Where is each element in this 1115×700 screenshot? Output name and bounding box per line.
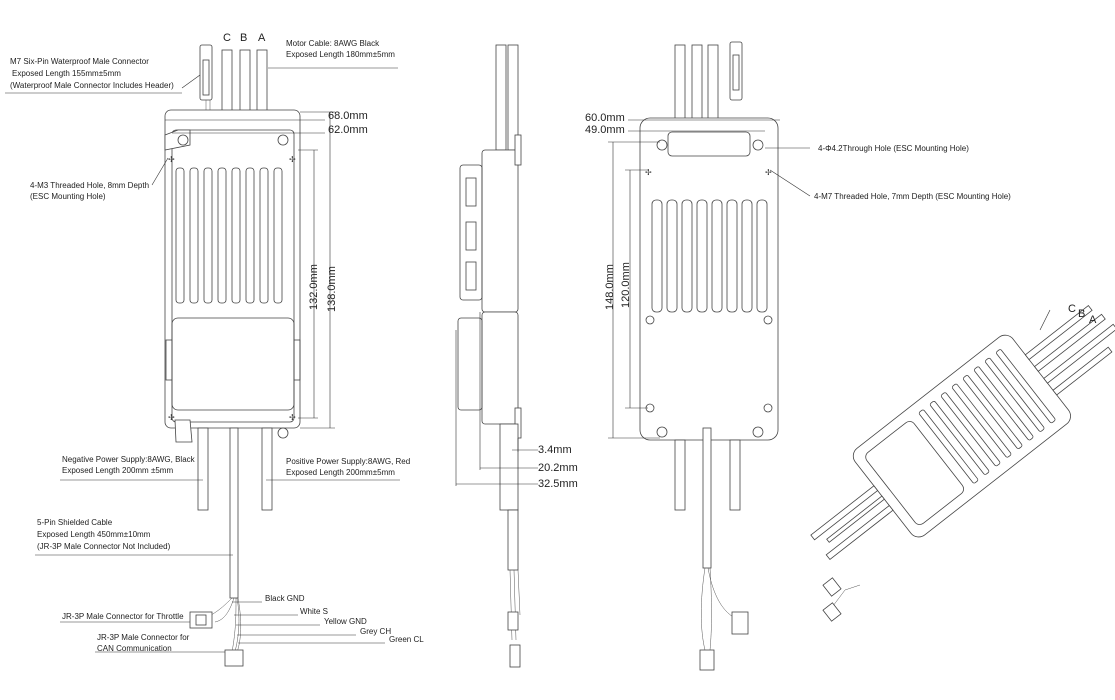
side-dim-20-2: 20.2mm — [538, 462, 578, 474]
phase-label-a: A — [258, 32, 266, 44]
cooling-fins-front — [175, 167, 283, 304]
wire-yellow-gnd: Yellow GND — [324, 617, 367, 626]
wire-grey-ch: Grey CH — [360, 627, 392, 636]
front-height-outer: 138.0mm — [326, 266, 338, 312]
m3-threaded-hole-label: 4-M3 Threaded Hole, 8mm Depth (ESC Mount… — [30, 181, 150, 201]
through-hole-label: 4-Φ4.2Through Hole (ESC Mounting Hole) — [818, 144, 969, 153]
positive-supply-label: Positive Power Supply:8AWG, Red Exposed … — [286, 457, 411, 477]
iso-view — [810, 304, 1115, 561]
side-dim-32-5: 32.5mm — [538, 478, 578, 490]
m7-connector-label: M7 Six-Pin Waterproof Male Connector Exp… — [10, 57, 174, 90]
side-view — [455, 44, 538, 668]
svg-text:✢: ✢ — [765, 168, 772, 177]
front-width-inner: 62.0mm — [328, 124, 368, 136]
back-height-inner: 120.0mm — [620, 262, 632, 308]
svg-text:✢: ✢ — [645, 168, 652, 177]
can-connector-label: JR-3P Male Connector for CAN Communicati… — [97, 633, 190, 653]
front-height-inner: 132.0mm — [308, 264, 320, 310]
front-leaders — [5, 67, 400, 653]
iso-phase-c: C — [1068, 303, 1076, 315]
motor-cable-label: Motor Cable: 8AWG Black Exposed Length 1… — [286, 39, 395, 59]
wire-green-cl: Green CL — [389, 635, 424, 644]
cooling-fins-back — [651, 199, 768, 313]
esc-body-front — [164, 109, 301, 429]
side-dim-3-4: 3.4mm — [538, 444, 572, 456]
negative-supply-label: Negative Power Supply:8AWG, Black Expose… — [62, 455, 195, 475]
back-height-outer: 148.0mm — [604, 264, 616, 310]
svg-text:✢: ✢ — [168, 413, 175, 422]
iso-phase-b: B — [1078, 308, 1086, 320]
back-width-outer: 60.0mm — [585, 112, 625, 124]
front-width-outer: 68.0mm — [328, 110, 368, 122]
can-connector-front — [224, 649, 244, 667]
throttle-connector-label: JR-3P Male Connector for Throttle — [62, 612, 184, 621]
shielded-cable-label: 5-Pin Shielded Cable Exposed Length 450m… — [37, 518, 171, 551]
front-view: ✢ ✢ ✢ ✢ — [5, 44, 400, 667]
svg-text:✢: ✢ — [289, 413, 296, 422]
phase-label-b: B — [240, 32, 248, 44]
back-view: ✢ ✢ — [608, 41, 811, 671]
svg-text:✢: ✢ — [289, 155, 296, 164]
svg-text:✢: ✢ — [168, 155, 175, 164]
wire-white-s: White S — [300, 607, 329, 616]
back-width-inner: 49.0mm — [585, 124, 625, 136]
side-fins — [481, 149, 519, 313]
m7-hole-label: 4-M7 Threaded Hole, 7mm Depth (ESC Mount… — [814, 192, 1011, 201]
wire-black-gnd: Black GND — [265, 594, 305, 603]
phase-label-c: C — [223, 32, 231, 44]
iso-phase-a: A — [1089, 314, 1097, 326]
